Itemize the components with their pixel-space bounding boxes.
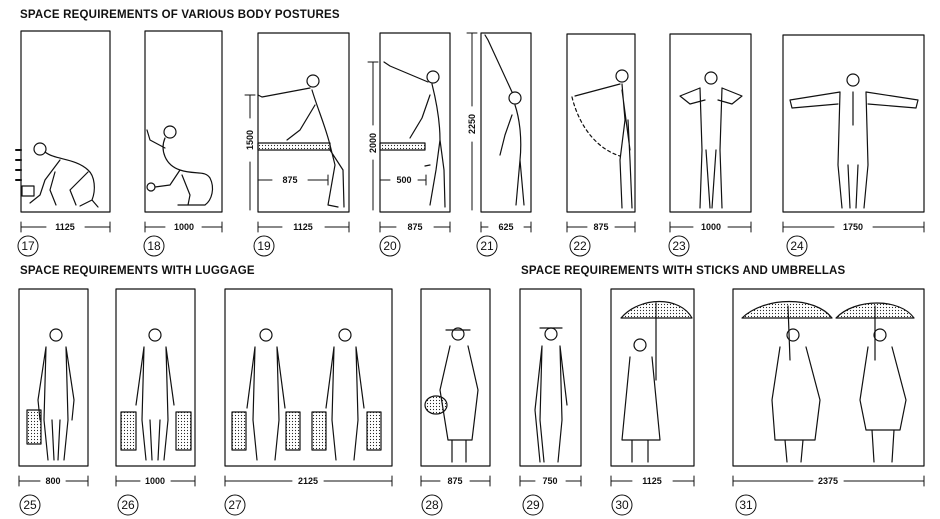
heading-luggage: SPACE REQUIREMENTS WITH LUGGAGE [20,265,255,277]
number-circles [17,235,808,516]
figure-21 [480,32,532,213]
figure-number-20: 20 [383,239,397,253]
figure-28 [420,288,491,467]
figure-31 [732,288,925,467]
figure-number-24: 24 [790,239,804,253]
figure-23 [669,33,752,213]
figure-number-27: 27 [228,498,242,512]
figure-number-28: 28 [425,498,439,512]
heading-sticks-umbrellas: SPACE REQUIREMENTS WITH STICKS AND UMBRE… [521,265,846,277]
figure-25 [18,288,89,467]
dimension-lines [18,32,925,487]
dim-21-width: 625 [498,222,513,232]
dim-21-height: 2250 [467,114,477,134]
dim-19-width: 1125 [293,222,313,232]
figure-number-22: 22 [573,239,587,253]
figure-number-21: 21 [480,239,494,253]
figure-24 [782,34,925,213]
dim-28-width: 875 [447,476,462,486]
figure-number-29: 29 [526,498,540,512]
dim-31-width: 2375 [818,476,838,486]
dim-19-height: 1500 [245,130,255,150]
dim-30-width: 1125 [642,476,662,486]
dimension-labels: 1125 1000 1125 875 625 875 1000 1750 875… [45,114,863,486]
dim-29-width: 750 [542,476,557,486]
figure-number-19: 19 [257,239,271,253]
figure-27 [224,288,393,467]
figure-30 [610,288,695,467]
figure-26 [115,288,196,467]
dim-19-inner: 875 [282,175,297,185]
dim-23-width: 1000 [701,222,721,232]
figure-20 [379,32,451,213]
dim-25-width: 800 [45,476,60,486]
figure-19 [257,32,350,213]
figure-numbers: 17 18 19 20 21 22 23 24 25 26 27 28 29 3… [21,239,804,512]
figure-17 [15,30,111,213]
figure-number-23: 23 [672,239,686,253]
figure-22 [566,33,636,213]
figure-29 [519,288,582,467]
dim-26-width: 1000 [145,476,165,486]
figure-number-17: 17 [21,239,35,253]
dim-17-width: 1125 [55,222,75,232]
figure-number-18: 18 [147,239,161,253]
dim-18-width: 1000 [174,222,194,232]
figure-number-25: 25 [23,498,37,512]
heading-body-postures: SPACE REQUIREMENTS OF VARIOUS BODY POSTU… [20,9,340,21]
figure-number-31: 31 [739,498,753,512]
dim-22-width: 875 [593,222,608,232]
dim-24-width: 1750 [843,222,863,232]
dim-27-width: 2125 [298,476,318,486]
figure-number-26: 26 [121,498,135,512]
dim-20-width: 875 [407,222,422,232]
figure-18 [144,30,223,213]
dim-20-inner: 500 [396,175,411,185]
dim-20-height: 2000 [368,133,378,153]
figure-number-30: 30 [615,498,629,512]
